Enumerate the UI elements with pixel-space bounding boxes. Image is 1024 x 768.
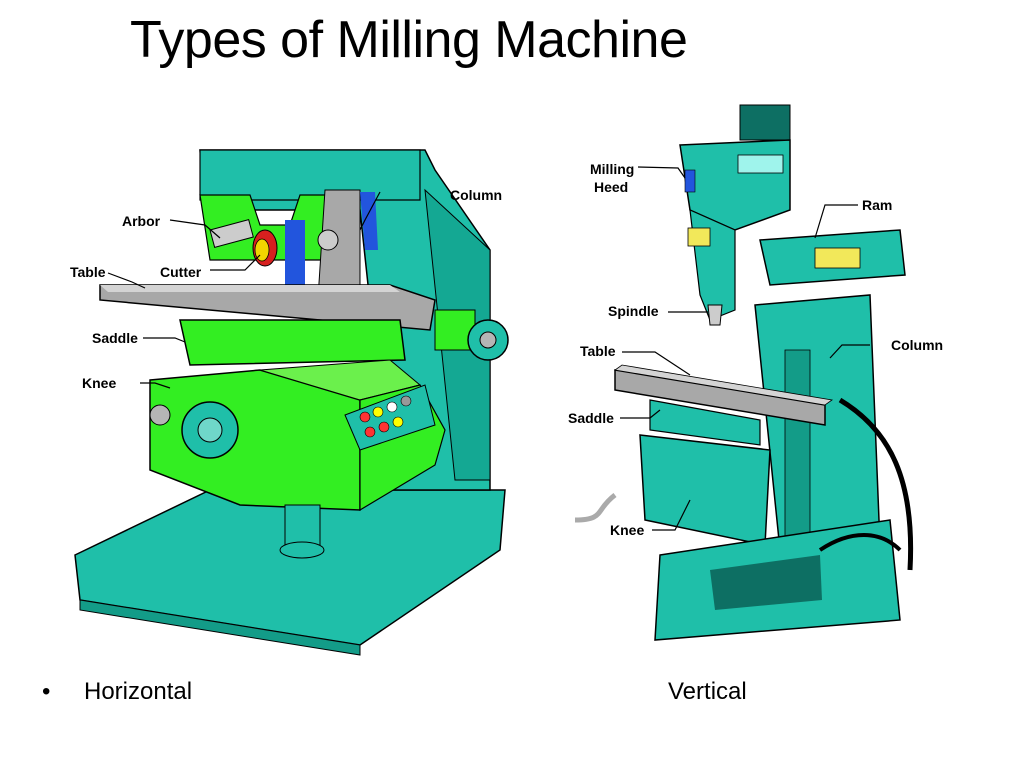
horizontal-milling-machine-illustration [74,149,509,656]
label-cutter: Cutter [160,264,202,280]
label-column-horizontal: Column [450,187,502,203]
bullet-marker: • [42,678,51,705]
label-ram: Ram [862,197,892,213]
slide-title: Types of Milling Machine [130,11,688,69]
label-knee-horizontal: Knee [82,375,116,391]
label-arbor: Arbor [122,213,161,229]
label-column-vertical: Column [891,337,943,353]
label-saddle-horizontal: Saddle [92,330,138,346]
caption-vertical: Vertical [668,678,747,705]
vertical-milling-machine-illustration [574,104,914,641]
label-knee-vertical: Knee [610,522,644,538]
label-saddle-vertical: Saddle [568,410,614,426]
label-table-vertical: Table [580,343,616,359]
caption-horizontal: Horizontal [84,678,193,705]
label-table-horizontal: Table [70,264,106,280]
label-milling-head-line1: Milling [590,161,634,177]
label-spindle: Spindle [608,303,659,319]
label-milling-head-line2: Heed [594,179,628,195]
